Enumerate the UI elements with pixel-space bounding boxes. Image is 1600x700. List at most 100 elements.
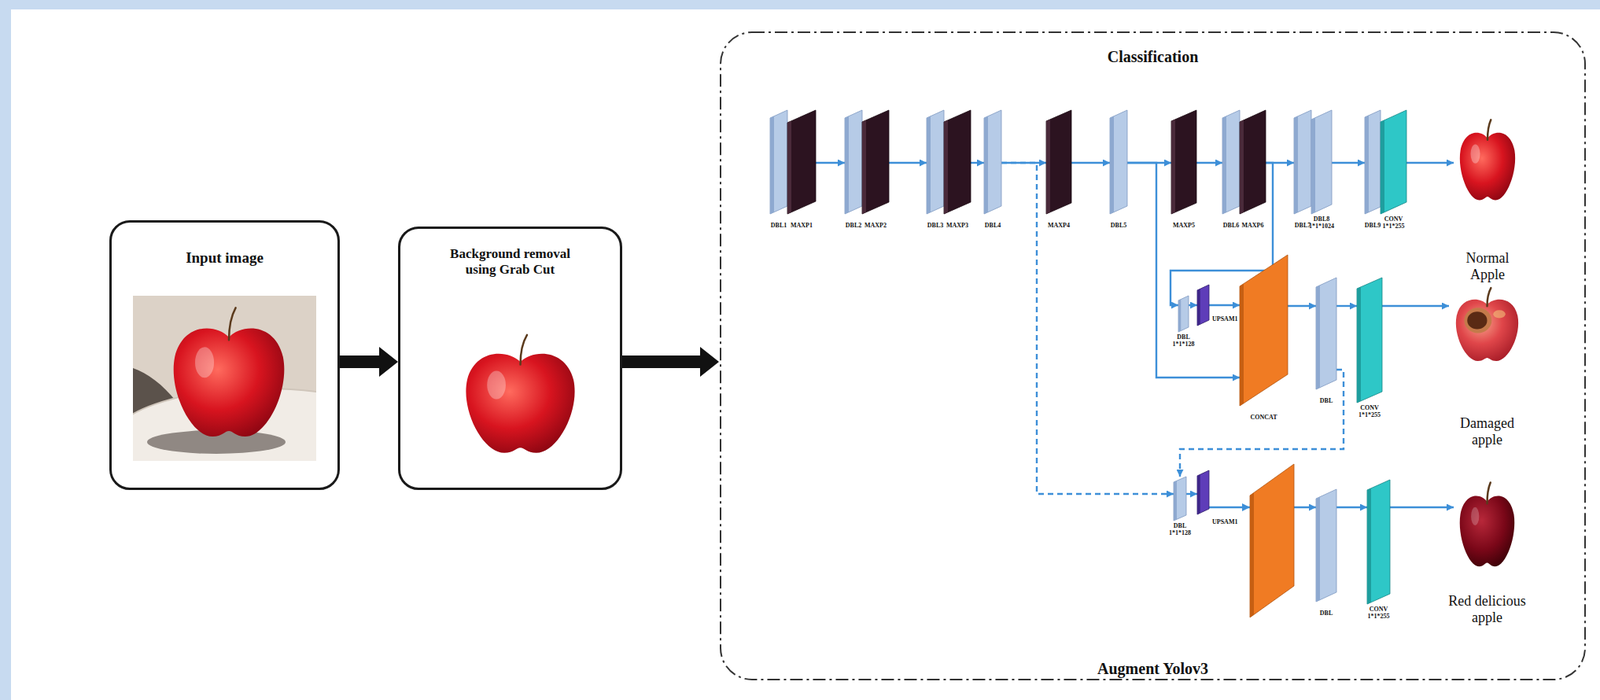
layer-label: CONCAT xyxy=(1249,414,1277,422)
layer-block: MAXP1 xyxy=(787,110,816,214)
layer-block: DBL 1*1*128 xyxy=(1178,295,1189,332)
slab-face xyxy=(1356,277,1383,403)
layer-slab xyxy=(1380,110,1407,214)
layer-label: DBL3 xyxy=(927,222,944,230)
block-arrow xyxy=(339,346,399,377)
layer-label: MAXP5 xyxy=(1172,222,1195,230)
slab-face xyxy=(943,110,971,214)
slab-edge xyxy=(1197,288,1201,326)
panel-outline-path xyxy=(720,32,1586,680)
layer-block: CONV 1*1*255 xyxy=(1356,277,1383,403)
flow-arrow xyxy=(1406,162,1454,164)
layer-slab xyxy=(1222,110,1240,214)
panel-title: Augment Yolov3 xyxy=(1097,659,1209,679)
layer-label: UPSAM1 xyxy=(1212,519,1238,527)
flow-arrow xyxy=(1196,162,1223,164)
slab-face xyxy=(926,110,944,214)
layer-label: DBL5 xyxy=(1110,222,1127,230)
flow-arrow xyxy=(1389,506,1454,509)
layer-label: DBL 1*1*128 xyxy=(1170,334,1198,349)
slab-face xyxy=(787,110,816,214)
slab-edge xyxy=(984,116,989,214)
slab-edge xyxy=(787,121,792,214)
layer-label: DBL4 xyxy=(984,222,1001,230)
input-photo xyxy=(132,295,317,461)
box-title: Input image xyxy=(185,249,264,267)
layer-block: CONV 1*1*255 xyxy=(1367,479,1390,605)
slab-edge xyxy=(1316,285,1320,390)
class-label: Red delicious apple xyxy=(1443,593,1532,626)
layer-block: DBL 1*1*128 xyxy=(1173,476,1187,521)
slab-edge xyxy=(1197,474,1201,515)
layer-label: UPSAM1 xyxy=(1212,316,1238,324)
process-box: Background removal using Grab Cut xyxy=(398,226,623,491)
layer-block: DBL2 xyxy=(844,110,863,214)
layer-slab xyxy=(787,110,816,214)
layer-block: CONCAT xyxy=(1239,254,1288,406)
layer-slab xyxy=(1171,110,1197,214)
layer-slab xyxy=(1364,110,1381,214)
slab-face xyxy=(862,110,889,214)
class-label: Damaged apple xyxy=(1454,415,1521,448)
layer-block: UPSAM1 xyxy=(1197,284,1210,326)
slab-face xyxy=(984,110,1002,214)
layer-slab xyxy=(1294,110,1312,214)
output-class: Damaged apple xyxy=(1448,285,1526,365)
layer-label: DBL6 xyxy=(1223,222,1239,230)
slab-edge xyxy=(1178,299,1181,333)
layer-slab xyxy=(943,110,971,214)
layer-slab xyxy=(926,110,944,214)
normal-apple-image xyxy=(1459,119,1516,200)
frame-band xyxy=(0,0,1600,10)
slab-edge xyxy=(1311,117,1316,214)
layer-block: MAXP4 xyxy=(1046,110,1072,214)
concat-slab-edge xyxy=(1249,492,1254,618)
slab-face xyxy=(1364,110,1381,214)
slab-edge xyxy=(1364,115,1369,214)
layer-block: DBL7 xyxy=(1294,110,1312,214)
layer-slab xyxy=(1311,110,1332,214)
layer-slab xyxy=(1367,479,1390,605)
layer-slab xyxy=(1046,110,1072,214)
layer-label: DBL9 xyxy=(1364,222,1381,230)
arrow-head xyxy=(1242,503,1250,512)
layer-label: DBL 1*1*128 xyxy=(1166,523,1194,538)
slab-face xyxy=(1222,110,1240,214)
layer-slab xyxy=(1239,110,1266,214)
slab-edge xyxy=(1222,116,1227,214)
output-class: Red delicious apple xyxy=(1453,479,1521,572)
layer-slab xyxy=(984,110,1002,214)
layer-block: DBL xyxy=(1316,489,1337,602)
network-panel: ClassificationAugment Yolov3DBL1MAXP1DBL… xyxy=(718,30,1587,682)
block-arrow xyxy=(622,346,719,377)
layer-block: DBL9 xyxy=(1364,110,1381,214)
layer-slab xyxy=(862,110,889,214)
layer-block: MAXP3 xyxy=(943,110,971,214)
slab-face xyxy=(1178,295,1189,332)
slab-edge xyxy=(943,120,948,214)
slab-edge xyxy=(862,120,867,214)
slab-edge xyxy=(770,116,775,214)
slab-face xyxy=(1173,476,1187,521)
frame-band xyxy=(0,0,12,700)
slab-face xyxy=(1294,110,1312,214)
flow-arrow xyxy=(1336,305,1357,307)
flow-arrow xyxy=(1287,305,1317,307)
layer-label: CONV 1*1*255 xyxy=(1380,216,1408,231)
flow-arrow xyxy=(1382,305,1449,307)
flow-arrow xyxy=(1001,162,1174,495)
output-class: Normal Apple xyxy=(1453,117,1522,205)
layer-label: DBL xyxy=(1319,610,1333,618)
box-title: Background removal using Grab Cut xyxy=(435,246,586,277)
layer-label: MAXP4 xyxy=(1047,222,1070,230)
slab-edge xyxy=(844,116,849,214)
layer-label: CONV 1*1*255 xyxy=(1365,606,1393,621)
slab-edge xyxy=(1239,283,1244,406)
slab-face xyxy=(1380,110,1407,214)
segmented-apple xyxy=(465,335,575,454)
layer-slab xyxy=(1239,254,1288,406)
layer-label: DBL1 xyxy=(770,222,787,230)
flow-arrow xyxy=(1209,304,1240,306)
layer-slab xyxy=(1316,277,1337,390)
layer-slab xyxy=(844,110,863,214)
